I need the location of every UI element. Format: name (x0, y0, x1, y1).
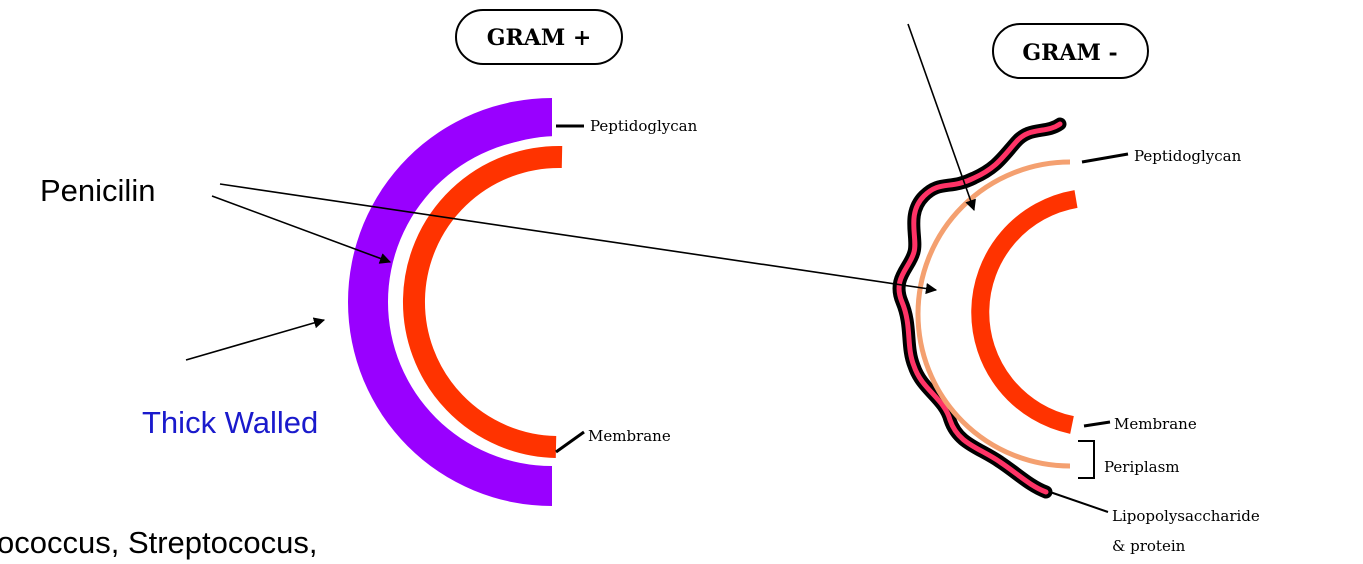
gram-positive-membrane-leader (556, 432, 584, 452)
gram-positive-title-pill: GRAM + (456, 10, 622, 64)
gram-positive-peptidoglycan-label: Peptidoglycan (590, 117, 698, 135)
gram-positive-membrane-label: Membrane (588, 427, 671, 445)
penicilin-arrow-to-gram-negative (220, 184, 936, 290)
gram-negative-title: GRAM - (1022, 40, 1117, 66)
gram-negative-title-pill: GRAM - (993, 24, 1148, 78)
bottom-species-text: ococcus, Streptococus, (0, 525, 318, 560)
gram-negative-membrane-leader (1084, 422, 1110, 426)
gram-negative-lps-label-line2: & protein (1112, 537, 1186, 555)
gram-negative-peptidoglycan-label: Peptidoglycan (1134, 147, 1242, 165)
gram-negative-lps-leader (1050, 492, 1108, 512)
gram-negative-periplasm-label: Periplasm (1104, 458, 1180, 476)
gram-negative-lps-label-line1: Lipopolysaccharide (1112, 507, 1260, 525)
gram-negative-membrane-label: Membrane (1114, 415, 1197, 433)
gram-positive-title: GRAM + (487, 25, 592, 51)
gram-negative-peptidoglycan-leader (1082, 154, 1128, 162)
thick-walled-label: Thick Walled (142, 405, 318, 440)
gram-negative-periplasm-bracket (1078, 441, 1094, 478)
thick-walled-arrow (186, 320, 324, 360)
gram-negative-membrane (980, 199, 1076, 425)
penicilin-label: Penicilin (40, 173, 155, 208)
